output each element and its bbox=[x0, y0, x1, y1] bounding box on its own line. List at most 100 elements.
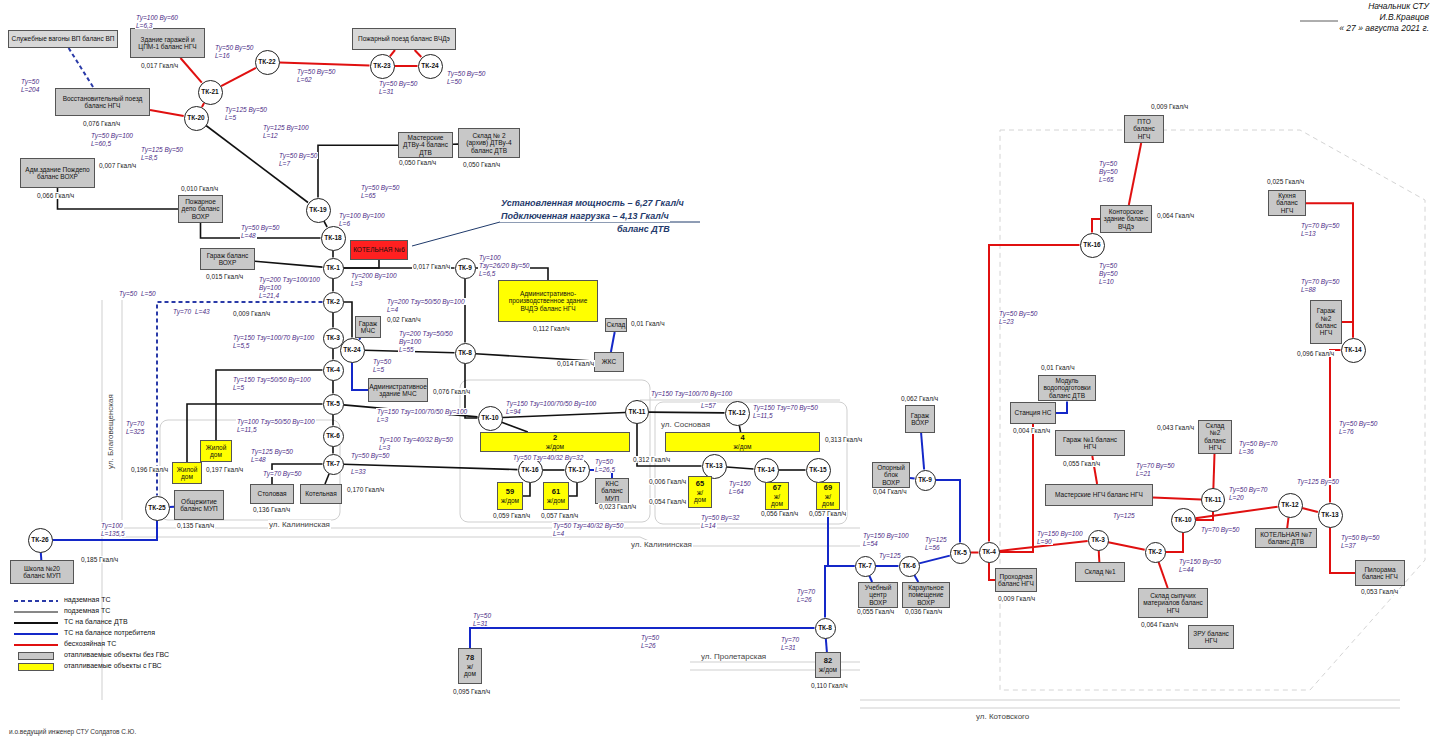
pipe-parameter: L=23 bbox=[998, 318, 1015, 325]
building-box: Склад №1 bbox=[1075, 562, 1125, 582]
building-box: Столовая bbox=[250, 484, 294, 504]
node-text: ТК-16 bbox=[521, 466, 538, 473]
node-text: ж/дом bbox=[819, 666, 837, 673]
legend-text: подземная ТС bbox=[64, 607, 110, 615]
node-text: ж/дом bbox=[461, 663, 479, 678]
pipe-parameter: Ту=125 bbox=[924, 536, 948, 543]
heat-pipe bbox=[201, 223, 321, 238]
node-text: ТК-24 bbox=[343, 346, 360, 353]
chamber-circle: ТК-13 bbox=[702, 454, 727, 479]
load-value: 0,055 Гкал/ч bbox=[1062, 460, 1101, 467]
pipe-parameter: L=3 bbox=[378, 444, 391, 451]
heat-pipe bbox=[502, 422, 528, 432]
node-text: ТК-6 bbox=[902, 562, 916, 569]
heat-pipe bbox=[523, 483, 530, 497]
pipe-parameter: Ту=70 bbox=[125, 420, 145, 427]
heat-pipe bbox=[344, 405, 478, 417]
chamber-circle: ТК-9 bbox=[455, 258, 476, 279]
pipe-parameter: Ту=70 bbox=[796, 588, 816, 595]
node-text: ж/дом bbox=[501, 497, 519, 504]
pipe-parameter: Ту=50 Ву=70 bbox=[1228, 486, 1268, 493]
heat-pipe bbox=[352, 363, 368, 391]
chamber-circle: ТК-8 bbox=[815, 618, 836, 639]
node-text: ж/дом bbox=[819, 493, 837, 508]
node-text: ж/дом bbox=[768, 493, 786, 508]
pipe-parameter: Ту=125 Ву=100 bbox=[262, 124, 310, 131]
legend-text: ТС на балансе потребителя bbox=[64, 629, 155, 637]
pipe-parameter: Ту=150 Тзу=100/70/50 Ву=100 bbox=[376, 408, 468, 415]
chamber-circle: ТК-3 bbox=[1088, 530, 1109, 551]
node-text: ТК-12 bbox=[728, 409, 745, 416]
load-value: 0,043 Гкал/ч bbox=[1156, 424, 1195, 431]
pipe-parameter: Ту=50 Ву=50 bbox=[1338, 420, 1378, 427]
pipe-parameter: L=6,5 bbox=[478, 270, 496, 277]
pipe-parameter: L=3 bbox=[376, 416, 389, 423]
load-value: 0,056 Гкал/ч bbox=[760, 510, 799, 517]
heat-pipe bbox=[739, 425, 740, 432]
node-text: ТК-3 bbox=[326, 334, 340, 341]
signature-line bbox=[1300, 21, 1338, 22]
capacity-callout: Подключенная нагрузка – 4,13 Гкал/ч bbox=[500, 211, 670, 222]
heat-pipe bbox=[395, 65, 418, 67]
heat-pipe bbox=[476, 268, 549, 280]
pipe-parameter: L=62 bbox=[296, 76, 313, 83]
pipe-parameter: Ту=50 Тзу=40/32 Ву=50 bbox=[552, 522, 624, 529]
heat-pipe bbox=[569, 483, 577, 497]
node-text: ТК-13 bbox=[1321, 511, 1338, 518]
node-text: ТК-9 bbox=[458, 264, 472, 271]
heat-pipe bbox=[181, 58, 202, 83]
node-text: ТК-18 bbox=[324, 234, 341, 241]
pipe-parameter: Ту=150 Тзу=70 Ву=50 bbox=[752, 404, 819, 411]
pipe-parameter: L=5 bbox=[224, 114, 237, 121]
node-text: Мастерские ДТВу-4 баланс ДТВ bbox=[401, 134, 450, 156]
node-text: Кухня баланс НГЧ bbox=[1271, 192, 1303, 214]
node-text: ж/дом bbox=[691, 489, 709, 504]
chamber-circle: ТК-8 bbox=[455, 343, 476, 364]
node-text: Склад №2 баланс НГЧ bbox=[1201, 422, 1229, 452]
node-text: Общежитие баланс МУП bbox=[177, 498, 221, 513]
node-text: 61 bbox=[552, 488, 560, 497]
node-text: ТК-4 bbox=[982, 548, 996, 555]
heat-pipe bbox=[914, 575, 918, 582]
pipe-parameter: L=65 bbox=[360, 192, 377, 199]
node-text: 78 bbox=[466, 654, 474, 663]
node-text: ТК-1 bbox=[326, 264, 340, 271]
building-box: Станция НС bbox=[1010, 402, 1056, 424]
load-value: 0,053 Гкал/ч bbox=[1360, 588, 1399, 595]
chamber-circle: ТК-1 bbox=[323, 258, 344, 279]
pipe-parameter: L=43 bbox=[194, 308, 211, 315]
heat-pipe bbox=[825, 566, 855, 618]
chamber-circle: ТК-25 bbox=[145, 496, 170, 521]
pipe-parameter: Ту=100 Ву=60 bbox=[135, 14, 179, 21]
building-box: Мастерские НГЧ баланс НГЧ bbox=[1045, 484, 1153, 506]
node-text: ЗРУ баланс НГЧ bbox=[1191, 630, 1231, 645]
load-value: 0,01 Гкал/ч bbox=[630, 320, 666, 327]
building-box: ПТО баланс НГЧ bbox=[1124, 115, 1164, 143]
node-text: ТК-2 bbox=[326, 298, 340, 305]
node-text: КОТЕЛЬНАЯ №6 bbox=[353, 246, 405, 253]
building-box: Склад bbox=[605, 318, 627, 332]
node-text: ТК-13 bbox=[705, 462, 722, 469]
chamber-circle: ТК-18 bbox=[321, 226, 346, 251]
legend-line bbox=[14, 644, 58, 646]
pipe-parameter: L=54 bbox=[862, 540, 879, 547]
heat-pipe bbox=[1159, 562, 1168, 588]
node-text: ТК-10 bbox=[1174, 516, 1191, 523]
chamber-circle: ТК-24 bbox=[418, 54, 443, 79]
pipe-parameter: Ву=100 bbox=[258, 284, 282, 291]
legend-line bbox=[14, 633, 58, 635]
pipe-parameter: Ту=50 Ву=32 bbox=[700, 514, 740, 521]
node-text: Восстановительный поезд баланс НГЧ bbox=[58, 95, 147, 110]
pipe-parameter: Ту=150 Тзу=100/70 Ву=100 bbox=[650, 390, 733, 397]
building-box: Административное здание МЧС bbox=[368, 378, 428, 402]
pipe-parameter: L=65 bbox=[1098, 176, 1115, 183]
pipe-parameter: L=21 bbox=[1135, 470, 1152, 477]
building-box: Учебный центр ВОХР bbox=[858, 582, 898, 608]
pipe-parameter: Ту=200 Ву=100 bbox=[350, 272, 398, 279]
load-value: 0,009 Гкал/ч bbox=[997, 595, 1036, 602]
approval-text: « 27 » августа 2021 г. bbox=[1338, 24, 1430, 34]
pipe-parameter: Ту=50 Ву=50 bbox=[350, 452, 390, 459]
node-text: Проходная баланс НГЧ bbox=[998, 573, 1034, 588]
heat-pipe bbox=[1342, 322, 1353, 338]
